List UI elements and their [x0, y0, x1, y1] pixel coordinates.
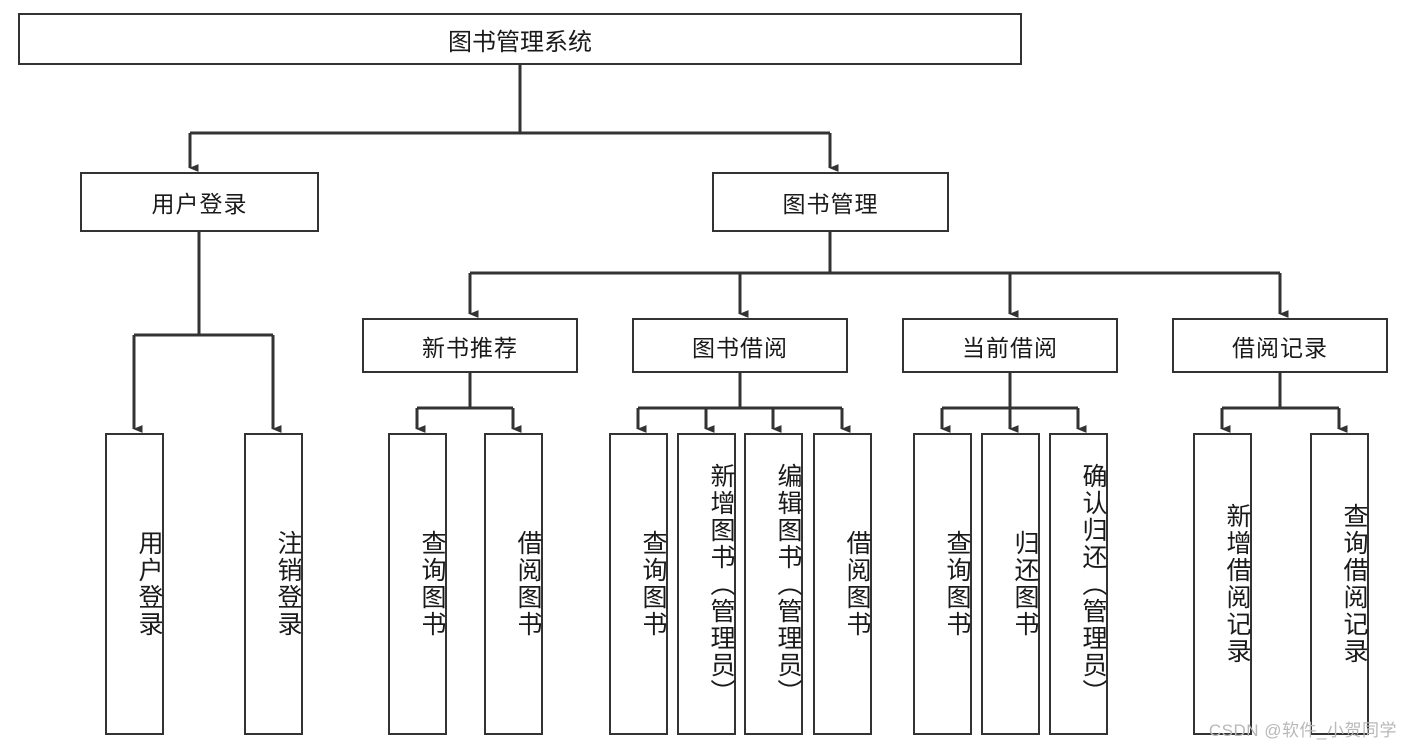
leaf-borrow-add-book-admin[interactable]: 新增图书（管理员） [677, 433, 736, 735]
leaf-record-add-record[interactable]: 新增借阅记录 [1193, 433, 1252, 735]
leaf-recommend-query-book[interactable]: 查询图书 [388, 433, 447, 735]
leaf-logout-login[interactable]: 注销登录 [244, 433, 303, 735]
leaf-label: 查询借阅记录 [1340, 503, 1368, 665]
leaf-label: 查询图书 [943, 530, 971, 638]
leaf-label: 新增图书（管理员） [707, 462, 735, 706]
node-label: 图书借阅 [692, 334, 788, 361]
node-label: 用户登录 [151, 191, 248, 217]
leaf-current-query-book[interactable]: 查询图书 [913, 433, 972, 735]
node-borrow-record[interactable]: 借阅记录 [1172, 318, 1388, 373]
leaf-current-confirm-return-admin[interactable]: 确认归还（管理员） [1049, 433, 1108, 735]
leaf-label: 借阅图书 [843, 530, 871, 638]
node-current-borrow[interactable]: 当前借阅 [902, 318, 1118, 373]
node-label: 借阅记录 [1232, 334, 1328, 361]
leaf-label: 查询图书 [418, 530, 446, 638]
leaf-borrow-edit-book-admin[interactable]: 编辑图书（管理员） [744, 433, 803, 735]
leaf-label: 借阅图书 [514, 530, 542, 638]
leaf-label: 确认归还（管理员） [1079, 462, 1107, 706]
node-label: 图书管理 [782, 191, 879, 217]
node-label: 新书推荐 [422, 334, 518, 361]
leaf-borrow-borrow-book[interactable]: 借阅图书 [813, 433, 872, 735]
node-root-system[interactable]: 图书管理系统 [18, 13, 1022, 65]
node-new-book-recommend[interactable]: 新书推荐 [362, 318, 578, 373]
node-book-borrow[interactable]: 图书借阅 [632, 318, 848, 373]
leaf-label: 用户登录 [135, 530, 163, 638]
leaf-user-login[interactable]: 用户登录 [105, 433, 164, 735]
leaf-current-return-book[interactable]: 归还图书 [981, 433, 1040, 735]
node-user-login[interactable]: 用户登录 [80, 172, 319, 232]
leaf-record-query-record[interactable]: 查询借阅记录 [1310, 433, 1369, 735]
node-label: 图书管理系统 [448, 28, 592, 56]
leaf-borrow-query-book[interactable]: 查询图书 [609, 433, 668, 735]
leaf-label: 编辑图书（管理员） [774, 462, 802, 706]
leaf-label: 新增借阅记录 [1223, 503, 1251, 665]
leaf-recommend-borrow-book[interactable]: 借阅图书 [484, 433, 543, 735]
leaf-label: 查询图书 [639, 530, 667, 638]
node-label: 当前借阅 [962, 334, 1058, 361]
node-book-management[interactable]: 图书管理 [712, 172, 949, 232]
leaf-label: 归还图书 [1011, 530, 1039, 638]
watermark: CSDN @软件_小贺同学 [1208, 721, 1397, 740]
leaf-label: 注销登录 [274, 530, 302, 638]
